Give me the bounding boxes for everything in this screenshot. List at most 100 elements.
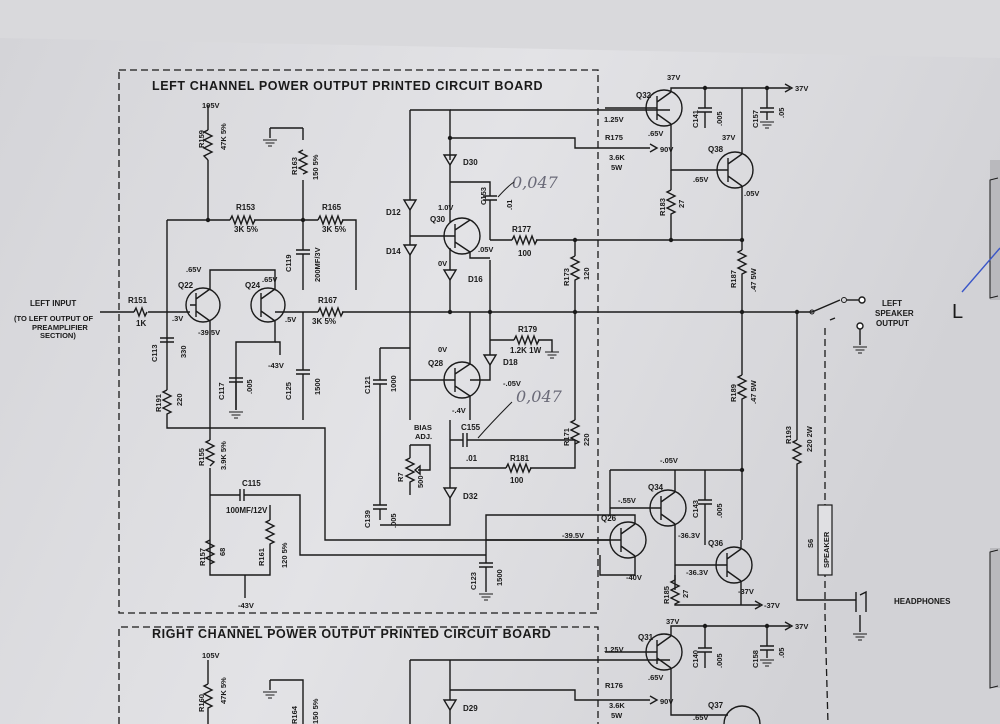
voltage: .65V: [693, 175, 708, 184]
c139-label: C139: [363, 510, 372, 528]
r167-label: R167: [318, 296, 338, 305]
voltage: .3V: [172, 314, 183, 323]
voltage: 37V: [795, 84, 808, 93]
voltage: -.05V: [503, 379, 521, 388]
c123-value: 1500: [495, 569, 504, 586]
voltage: -39.5V: [562, 531, 584, 540]
c141-label: C141: [691, 110, 700, 128]
r179-label: R179: [518, 325, 538, 334]
r161-value: 120 5%: [280, 542, 289, 568]
voltage: -40V: [626, 573, 642, 582]
right-board-outline: [118, 626, 599, 724]
r176-label: R176: [605, 681, 623, 690]
r151-label: R151: [128, 296, 148, 305]
q32-label: Q32: [636, 91, 652, 100]
q30-label: Q30: [430, 215, 446, 224]
r7-label: R7: [396, 472, 405, 482]
q31-label: Q31: [638, 633, 654, 642]
q24-transistor: [250, 287, 286, 323]
voltage: .65V: [648, 129, 663, 138]
voltage: 37V: [666, 617, 679, 626]
bias-label: ADJ.: [415, 432, 432, 441]
r161-label: R161: [257, 548, 266, 566]
r181-value: 100: [510, 476, 524, 485]
r187-value: .47 5W: [749, 267, 758, 292]
q36-label: Q36: [708, 539, 724, 548]
r181-label: R181: [510, 454, 530, 463]
q37-label: Q37: [708, 701, 724, 710]
r167-value: 3K 5%: [312, 317, 336, 326]
r185-value: 27: [681, 590, 690, 598]
q28-label: Q28: [428, 359, 444, 368]
q26-label: Q26: [601, 514, 617, 523]
q34-label: Q34: [648, 483, 664, 492]
voltage: .65V: [693, 713, 708, 722]
r185-label: R185: [662, 586, 671, 604]
right-board-title: RIGHT CHANNEL POWER OUTPUT PRINTED CIRCU…: [152, 627, 551, 641]
c143-label: C143: [691, 500, 700, 518]
voltage: 37V: [667, 73, 680, 82]
d32-label: D32: [463, 492, 478, 501]
c158-label: C158: [751, 650, 760, 668]
r165-label: R165: [322, 203, 342, 212]
c153-label: C153: [479, 187, 488, 205]
r171-label: R171: [562, 428, 571, 446]
d16-label: D16: [468, 275, 483, 284]
s6-switch: [817, 504, 833, 576]
c155-label: C155: [461, 423, 481, 432]
input-note: SECTION): [40, 331, 76, 340]
r157-label: R157: [198, 548, 207, 566]
c125-label: C125: [284, 382, 293, 400]
c157-label: C157: [751, 110, 760, 128]
paper: [0, 38, 1000, 724]
c143-value: .005: [715, 503, 724, 518]
c119-label: C119: [284, 254, 293, 272]
r177-label: R177: [512, 225, 532, 234]
bias-label: BIAS: [414, 423, 432, 432]
r176-watt: 5W: [611, 711, 623, 720]
c123-label: C123: [469, 572, 478, 590]
voltage: -37V: [764, 601, 780, 610]
d12-label: D12: [386, 208, 401, 217]
voltage: .05V: [744, 189, 759, 198]
edge-tab: [990, 160, 1000, 300]
speaker-output-label: SPEAKER: [875, 309, 914, 318]
voltage: 1.25V: [604, 645, 624, 654]
r163-label: R163: [290, 157, 299, 175]
edge-tab: [990, 548, 1000, 688]
s6-id: S6: [806, 539, 815, 548]
c153-value: .01: [505, 200, 514, 210]
voltage: -.55V: [618, 496, 636, 505]
voltage: -.4V: [452, 406, 466, 415]
d14-label: D14: [386, 247, 401, 256]
c141-value: .005: [715, 111, 724, 126]
voltage: 0V: [438, 345, 447, 354]
c119-value: 200MF/3V: [313, 247, 322, 282]
r155-label: R155: [197, 448, 206, 466]
input-note: PREAMPLIFIER: [32, 323, 88, 332]
voltage: -39.5V: [198, 328, 220, 337]
c115-label: C115: [242, 479, 261, 488]
q22-label: Q22: [178, 281, 194, 290]
handwritten-note: 0,047: [512, 173, 559, 192]
r193-label: R193: [784, 426, 793, 444]
c121-value: 1000: [389, 375, 398, 392]
voltage: -.05V: [660, 456, 678, 465]
r179-value: 1.2K 1W: [510, 346, 542, 355]
r7-value: 500: [416, 475, 425, 488]
voltage: 1.0V: [438, 203, 453, 212]
voltage: -36.3V: [678, 531, 700, 540]
voltage: 90V: [660, 697, 673, 706]
r159-label: R159: [197, 130, 206, 148]
speaker-output-label: OUTPUT: [876, 319, 909, 328]
c113-value: 330: [179, 345, 188, 358]
r171-value: 220: [582, 433, 591, 446]
r189-label: R189: [729, 384, 738, 402]
voltage: .05V: [478, 245, 493, 254]
r164-value: 150 5%: [311, 698, 320, 724]
r165-value: 3K 5%: [322, 225, 346, 234]
r193-value: 220 2W: [805, 425, 814, 452]
handwritten-note: 0,047: [516, 387, 563, 406]
voltage: -36.3V: [686, 568, 708, 577]
